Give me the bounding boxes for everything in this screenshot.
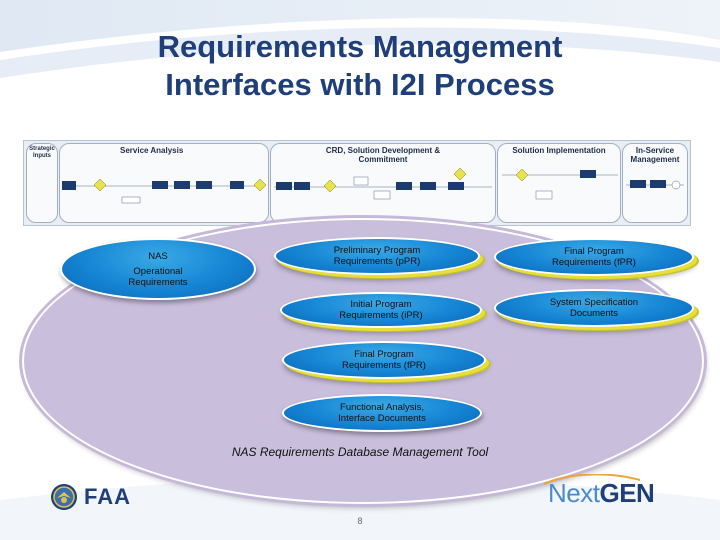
node-nas-line2: Operational Requirements: [128, 265, 188, 288]
node-nas-line1: NAS: [148, 250, 168, 262]
node-fpr-right-label: Final Program Requirements (fPR): [552, 246, 636, 268]
node-functional-analysis-interface-documents[interactable]: Functional Analysis, Interface Documents: [282, 394, 482, 432]
phase-in-service-management-label: In-Service Management: [630, 146, 680, 164]
phase-strategic-inputs: Strategic Inputs: [26, 143, 58, 223]
node-initial-program-requirements[interactable]: Initial Program Requirements (iPR): [280, 292, 482, 328]
process-flowchart: [62, 167, 684, 204]
node-fad-label: Functional Analysis, Interface Documents: [338, 402, 426, 424]
node-final-program-requirements-right[interactable]: Final Program Requirements (fPR): [494, 238, 694, 276]
nextgen-logo-next: Next: [548, 478, 600, 508]
node-system-specification-documents[interactable]: System Specification Documents: [494, 289, 694, 327]
nextgen-swoosh-icon: [543, 474, 641, 485]
node-nas-operational-requirements[interactable]: NAS Operational Requirements: [60, 238, 256, 300]
phase-strategic-inputs-label: Strategic Inputs: [29, 146, 55, 159]
nextgen-logo: NextGEN: [548, 478, 655, 509]
node-ssd-label: System Specification Documents: [549, 297, 639, 319]
phase-solution-implementation-label: Solution Implementation: [512, 146, 606, 155]
faa-seal-icon: [51, 484, 77, 510]
title-line-1: Requirements Management: [157, 29, 563, 64]
node-final-program-requirements-mid[interactable]: Final Program Requirements (fPR): [282, 341, 486, 379]
faa-logo-text: FAA: [84, 484, 131, 509]
phase-service-analysis-label: Service Analysis: [120, 146, 184, 155]
i2i-process-strip: Strategic Inputs Service Analysis CRD, S…: [23, 140, 691, 226]
title-line-2: Interfaces with I2I Process: [165, 67, 555, 102]
page-title: Requirements Management Interfaces with …: [0, 28, 720, 104]
phase-solution-implementation: Solution Implementation: [497, 143, 621, 223]
phase-crd-solution-label: CRD, Solution Development & Commitment: [325, 146, 441, 164]
node-preliminary-program-requirements[interactable]: Preliminary Program Requirements (pPR): [274, 237, 480, 275]
nextgen-logo-gen: GEN: [599, 478, 655, 508]
page-number: 8: [357, 516, 363, 526]
database-label: NAS Requirements Database Management Too…: [231, 445, 489, 459]
node-fpr-mid-label: Final Program Requirements (fPR): [342, 349, 426, 371]
node-ipr-label: Initial Program Requirements (iPR): [339, 299, 423, 321]
node-ppr-label: Preliminary Program Requirements (pPR): [333, 245, 421, 267]
